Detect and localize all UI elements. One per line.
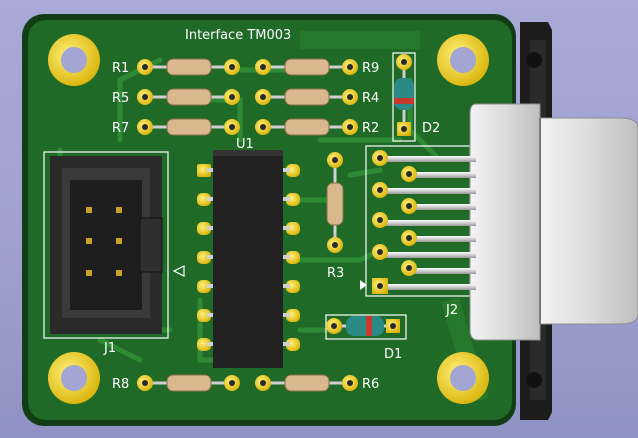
- label-r6: R6: [362, 377, 379, 392]
- resistor-r3: [326, 152, 344, 253]
- label-r1: R1: [112, 61, 129, 76]
- db9-pins: [380, 156, 476, 290]
- connector-j2: [360, 22, 638, 420]
- label-r7: R7: [112, 121, 129, 136]
- label-j1: J1: [103, 341, 116, 356]
- resistor-r4: [255, 88, 358, 106]
- resistor-icon: [166, 88, 212, 106]
- ic-pads-right: [286, 164, 300, 351]
- label-d1: D1: [384, 347, 402, 362]
- ic-u1: [197, 150, 300, 368]
- label-r9: R9: [362, 61, 379, 76]
- label-r5: R5: [112, 91, 129, 106]
- resistor-r9: [255, 58, 358, 76]
- resistor-icon: [166, 118, 212, 136]
- resistor-icon: [326, 182, 344, 226]
- resistor-icon: [284, 88, 330, 106]
- mounting-holes: [48, 34, 489, 404]
- label-u1: U1: [236, 137, 254, 152]
- resistor-icon: [284, 118, 330, 136]
- board-title: Interface TM003: [185, 28, 291, 43]
- label-r8: R8: [112, 377, 129, 392]
- diode-d2: [392, 52, 416, 142]
- resistor-icon: [284, 58, 330, 76]
- resistor-icon: [166, 58, 212, 76]
- label-r4: R4: [362, 91, 379, 106]
- label-r3: R3: [327, 266, 344, 281]
- ic-pads-left: [197, 164, 211, 351]
- diode-icon: [394, 78, 414, 110]
- pin1-triangle-icon: [172, 265, 185, 277]
- mounting-hole-icon: [48, 34, 100, 86]
- resistor-icon: [284, 374, 330, 392]
- header-icon: [50, 156, 163, 334]
- resistor-r1: [137, 58, 240, 76]
- diode-d1: [325, 314, 407, 340]
- label-d2: D2: [422, 121, 440, 136]
- pin1-triangle-icon: [360, 280, 367, 290]
- resistor-r7: [137, 118, 240, 136]
- db9-connector-icon: [469, 22, 638, 420]
- header-j1: [43, 151, 185, 339]
- resistor-r5: [137, 88, 240, 106]
- mounting-hole-icon: [437, 34, 489, 86]
- resistor-r6: [255, 374, 358, 392]
- mounting-hole-icon: [437, 352, 489, 404]
- ic-icon: [213, 150, 283, 368]
- resistor-r2: [255, 118, 358, 136]
- resistor-icon: [166, 374, 212, 392]
- resistor-r8: [137, 374, 240, 392]
- mounting-hole-icon: [48, 352, 100, 404]
- diode-icon: [346, 316, 384, 336]
- label-r2: R2: [362, 121, 379, 136]
- label-j2: J2: [445, 303, 458, 318]
